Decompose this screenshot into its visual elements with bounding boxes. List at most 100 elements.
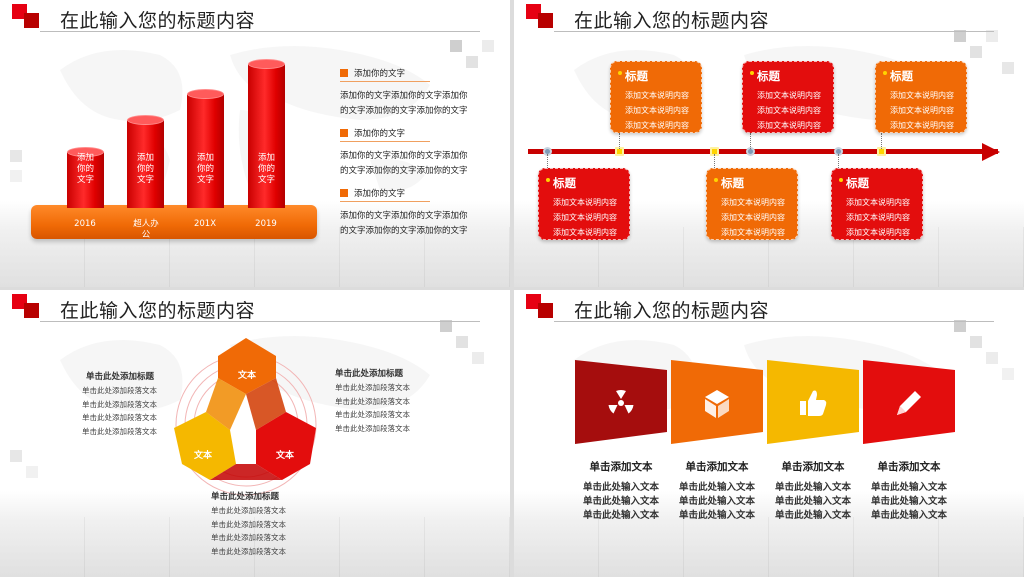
legend-bullet bbox=[340, 69, 348, 77]
timeline-connector bbox=[838, 154, 839, 168]
card-heading[interactable]: 单击添加文本 bbox=[877, 461, 941, 473]
text-block-line[interactable]: 单击此处添加段落文本 bbox=[211, 533, 286, 542]
bar-label: 添加你的文字 bbox=[136, 153, 154, 185]
timeline-box-line: 添加文本说明内容 bbox=[757, 106, 821, 115]
timeline-box[interactable]: 标题添加文本说明内容添加文本说明内容添加文本说明内容 bbox=[742, 61, 834, 133]
bar-year-label: 201X bbox=[193, 219, 217, 229]
bar-year-label: 超人办公 bbox=[133, 219, 159, 240]
slide-timeline[interactable]: 在此输入您的标题内容 标题添加文本说明内容添加文本说明内容添加文本说明内容标题添… bbox=[514, 0, 1024, 287]
timeline-box-title: 标题 bbox=[846, 176, 869, 190]
timeline-box[interactable]: 标题添加文本说明内容添加文本说明内容添加文本说明内容 bbox=[706, 168, 798, 240]
trapezoid-card[interactable] bbox=[575, 360, 667, 444]
card-heading[interactable]: 单击添加文本 bbox=[685, 461, 749, 473]
timeline-box[interactable]: 标题添加文本说明内容添加文本说明内容添加文本说明内容 bbox=[538, 168, 630, 240]
text-block-line[interactable]: 单击此处添加段落文本 bbox=[82, 413, 157, 422]
text-block-heading[interactable]: 单击此处添加标题 bbox=[335, 369, 404, 379]
card-text-line[interactable]: 单击此处输入文本 bbox=[582, 482, 659, 493]
text-block-line[interactable]: 单击此处添加段落文本 bbox=[335, 396, 410, 406]
timeline-box-title: 标题 bbox=[625, 69, 648, 83]
slide-title[interactable]: 在此输入您的标题内容 bbox=[574, 300, 770, 322]
timeline-connector bbox=[547, 154, 548, 168]
legend-bullet bbox=[340, 189, 348, 197]
timeline-box-line: 添加文本说明内容 bbox=[846, 228, 910, 237]
floor-background bbox=[0, 517, 510, 577]
thumbs-up-icon bbox=[800, 390, 827, 416]
title-underline bbox=[40, 321, 480, 322]
trapezoid-card[interactable] bbox=[671, 360, 763, 444]
title-dot bbox=[546, 178, 550, 182]
logo-square-red bbox=[12, 4, 27, 19]
timeline-box-line: 添加文本说明内容 bbox=[846, 213, 910, 222]
timeline-box-line: 添加文本说明内容 bbox=[721, 198, 785, 207]
bar-cylinder[interactable]: 添加你的文字 bbox=[67, 147, 104, 208]
bar-cylinder[interactable]: 添加你的文字 bbox=[127, 115, 164, 208]
card-text-line[interactable]: 单击此处输入文本 bbox=[678, 510, 755, 521]
text-block-heading[interactable]: 单击此处添加标题 bbox=[211, 492, 280, 502]
bar-label: 添加你的文字 bbox=[257, 153, 275, 185]
segment-label-left: 文本 bbox=[194, 451, 213, 461]
card-text-line[interactable]: 单击此处输入文本 bbox=[678, 482, 755, 493]
legend-title: 添加你的文字 bbox=[354, 69, 406, 79]
bar-label: 添加你的文字 bbox=[196, 153, 214, 185]
trapezoid-card[interactable] bbox=[863, 360, 955, 444]
timeline-connector bbox=[881, 133, 882, 149]
text-block-line[interactable]: 单击此处添加段落文本 bbox=[335, 383, 410, 392]
card-text-line[interactable]: 单击此处输入文本 bbox=[678, 496, 755, 507]
slide-title[interactable]: 在此输入您的标题内容 bbox=[60, 10, 256, 32]
timeline-box[interactable]: 标题添加文本说明内容添加文本说明内容添加文本说明内容 bbox=[610, 61, 702, 133]
trapezoid-card[interactable] bbox=[767, 360, 859, 444]
text-block-line[interactable]: 单击此处添加段落文本 bbox=[335, 423, 410, 433]
card-text-line[interactable]: 单击此处输入文本 bbox=[870, 496, 947, 507]
card-text-line[interactable]: 单击此处输入文本 bbox=[870, 510, 947, 521]
text-block-heading[interactable]: 单击此处添加标题 bbox=[86, 372, 155, 382]
bar-year-label: 2019 bbox=[255, 219, 277, 229]
timeline-box-line: 添加文本说明内容 bbox=[553, 213, 617, 222]
title-dot bbox=[883, 71, 887, 75]
timeline-box[interactable]: 标题添加文本说明内容添加文本说明内容添加文本说明内容 bbox=[875, 61, 967, 133]
world-map-background bbox=[60, 336, 430, 412]
card-text-line[interactable]: 单击此处输入文本 bbox=[582, 510, 659, 521]
card-text-line[interactable]: 单击此处输入文本 bbox=[582, 496, 659, 507]
slide-triangle-diagram[interactable]: 在此输入您的标题内容 文本 文本 文本 单击此处添加标题单击此处添加段落文本单击… bbox=[0, 290, 510, 577]
text-block-line[interactable]: 单击此处添加段落文本 bbox=[82, 426, 157, 436]
text-block-line[interactable]: 单击此处添加段落文本 bbox=[211, 546, 286, 556]
bar-cylinder[interactable]: 添加你的文字 bbox=[187, 89, 224, 208]
bar-label: 添加你的文字 bbox=[76, 153, 94, 185]
timeline-connector bbox=[619, 133, 620, 149]
radiation-icon bbox=[608, 390, 634, 414]
text-block-line[interactable]: 单击此处添加段落文本 bbox=[82, 386, 157, 395]
card-text-line[interactable]: 单击此处输入文本 bbox=[774, 496, 851, 507]
bar-cylinder[interactable]: 添加你的文字 bbox=[248, 59, 285, 208]
title-dot bbox=[750, 71, 754, 75]
timeline-arrow-head bbox=[982, 143, 1000, 161]
card-text-line[interactable]: 单击此处输入文本 bbox=[774, 510, 851, 521]
card-text-line[interactable]: 单击此处输入文本 bbox=[870, 482, 947, 493]
legend-divider bbox=[340, 81, 430, 82]
card-heading[interactable]: 单击添加文本 bbox=[589, 461, 653, 473]
title-dot bbox=[714, 178, 718, 182]
slide-trapezoid-cards[interactable]: 在此输入您的标题内容 单击添加文本单击此处输入文本单击此处输入文本单击此处输入文… bbox=[514, 290, 1024, 577]
timeline-connector bbox=[714, 154, 715, 168]
text-block-line[interactable]: 单击此处添加段落文本 bbox=[335, 410, 410, 419]
timeline-box-line: 添加文本说明内容 bbox=[553, 228, 617, 237]
timeline-box-line: 添加文本说明内容 bbox=[625, 91, 689, 100]
timeline-box-line: 添加文本说明内容 bbox=[757, 91, 821, 100]
logo-square-dark bbox=[24, 13, 39, 28]
timeline-box[interactable]: 标题添加文本说明内容添加文本说明内容添加文本说明内容 bbox=[831, 168, 923, 240]
segment-label-top: 文本 bbox=[238, 371, 257, 381]
card-heading[interactable]: 单击添加文本 bbox=[781, 461, 845, 473]
segment-left bbox=[174, 412, 236, 480]
slide-title[interactable]: 在此输入您的标题内容 bbox=[574, 10, 770, 32]
logo-square-dark bbox=[24, 303, 39, 318]
pencil-icon bbox=[897, 391, 921, 415]
legend-description: 添加你的文字添加你的文字添加你的文字添加你的文字添加你的文字 bbox=[340, 151, 468, 176]
slide-title[interactable]: 在此输入您的标题内容 bbox=[60, 300, 256, 322]
text-block-line[interactable]: 单击此处添加段落文本 bbox=[211, 506, 286, 515]
card-text-line[interactable]: 单击此处输入文本 bbox=[774, 482, 851, 493]
text-block-line[interactable]: 单击此处添加段落文本 bbox=[82, 399, 157, 409]
cylinder-cap bbox=[248, 59, 285, 69]
text-block-line[interactable]: 单击此处添加段落文本 bbox=[211, 519, 286, 529]
timeline-box-title: 标题 bbox=[890, 69, 913, 83]
timeline-box-line: 添加文本说明内容 bbox=[890, 121, 954, 130]
